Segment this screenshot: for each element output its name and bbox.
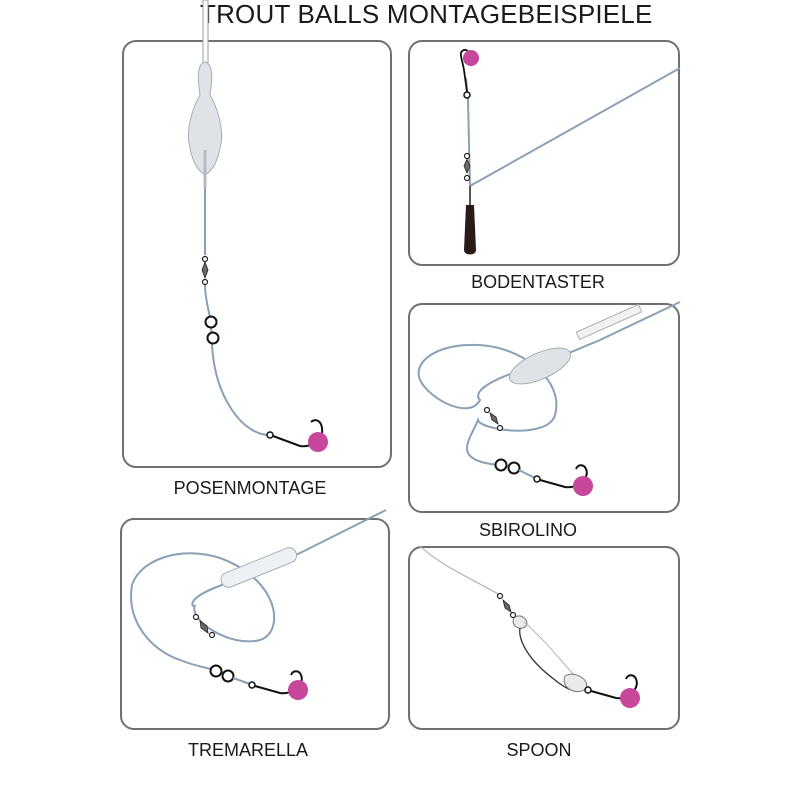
spoon-upper [512,615,528,629]
float-tube [575,303,643,341]
bead-left [494,458,508,472]
bead-left [209,664,223,678]
panel-bodentaster [408,40,680,266]
posenmontage-rig [187,0,328,452]
float-tube [220,547,298,588]
float-body [508,347,572,385]
bodentaster-rig [459,48,681,255]
swivel [192,613,216,639]
float-antenna [202,0,209,71]
sbirolino-rig [417,301,681,496]
swivel [463,152,471,182]
lead-weight [464,205,476,255]
trout-ball [288,680,308,700]
tremarella-rig [130,509,387,700]
hook [539,464,588,489]
diagram-title: TROUT BALLS MONTAGEBEISPIELE [200,0,653,29]
main-line-loop [130,509,387,673]
hook-eye [266,431,274,439]
caption-spoon: SPOON [506,740,572,760]
panel-sbirolino [408,303,680,513]
hook-eye [248,681,256,689]
trout-ball [620,688,640,708]
spoon-rig [419,545,640,708]
bead-lower [206,331,220,345]
swivel [483,406,504,432]
caption-posenmontage: POSENMONTAGE [173,478,327,498]
main-line [419,545,501,596]
caption-sbirolino: SBIROLINO [478,520,578,540]
panel-tremarella [120,518,390,730]
swivel [201,255,209,286]
hook [254,670,303,695]
hook-eye [584,686,592,694]
hook-eye [463,91,471,99]
bead-right [221,669,235,683]
trout-ball [463,50,479,66]
leader-line [204,284,271,436]
bead-upper [204,315,218,329]
main-line [469,67,681,187]
hook [272,419,324,448]
caption-bodentaster: BODENTASTER [471,272,605,292]
trout-ball [308,432,328,452]
spoon-line [523,621,576,677]
bead-right [507,461,521,475]
hook-eye [533,475,541,483]
panel-posenmontage [122,40,392,468]
caption-tremarella: TREMARELLA [187,740,309,760]
swivel [496,592,517,619]
main-line-loop [417,301,681,466]
trout-ball [573,476,593,496]
